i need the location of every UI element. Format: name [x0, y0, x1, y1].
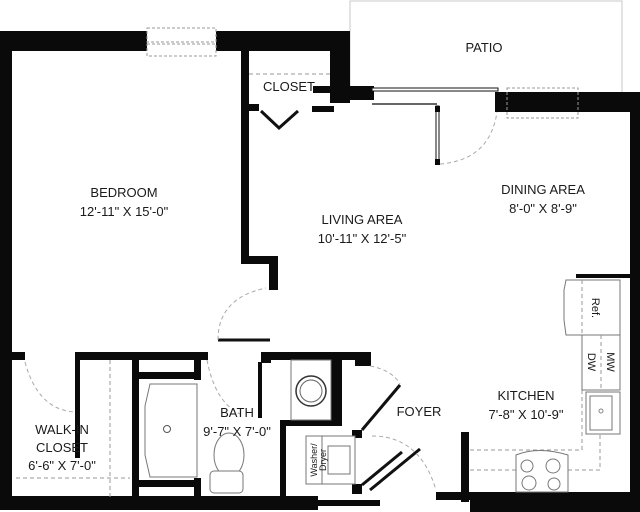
label-living: LIVING AREA [322, 212, 403, 227]
foyer-doors [360, 365, 437, 492]
label-bath-dims: 9'-7" X 7'-0" [203, 424, 271, 439]
label-ref: Ref. [589, 298, 601, 318]
bath-sink [290, 359, 332, 421]
label-patio: PATIO [465, 40, 502, 55]
walkin-door [16, 360, 130, 498]
kitchen-sink [585, 391, 621, 435]
bath-door [206, 359, 241, 415]
label-foyer: FOYER [397, 404, 442, 419]
room-labels: PATIO CLOSET BEDROOM 12'-11" X 15'-0" LI… [28, 40, 585, 473]
bathtub [144, 383, 198, 478]
label-walkin-line2: CLOSET [36, 440, 88, 455]
label-walkin-line1: WALK-IN [35, 422, 89, 437]
walls [0, 31, 640, 512]
label-walkin-dims: 6'-6" X 7'-0" [28, 458, 96, 473]
label-living-dims: 10'-11" X 12'-5" [318, 231, 407, 246]
dishwasher-microwave [581, 334, 621, 391]
label-washer: Washer/ [309, 443, 319, 477]
label-kitchen-dims: 7'-8" X 10'-9" [489, 407, 564, 422]
windows [146, 27, 579, 119]
label-dryer: Dryer [318, 449, 328, 471]
label-bedroom: BEDROOM [90, 185, 157, 200]
label-kitchen: KITCHEN [497, 388, 554, 403]
label-dining: DINING AREA [501, 182, 585, 197]
bedroom-door [217, 287, 270, 342]
patio-door [371, 87, 501, 165]
refrigerator [563, 279, 621, 336]
label-mw: MW [604, 352, 616, 372]
label-bedroom-dims: 12'-11" X 15'-0" [80, 204, 169, 219]
toilet [209, 432, 245, 494]
closet-door [249, 73, 330, 131]
label-dw: DW [585, 353, 597, 372]
label-dining-dims: 8'-0" X 8'-9" [509, 201, 577, 216]
stove [515, 450, 569, 493]
label-closet: CLOSET [263, 79, 315, 94]
label-bath: BATH [220, 405, 254, 420]
appliance-labels: Ref. DW MW Washer/ Dryer [309, 298, 616, 477]
washer-dryer [305, 435, 356, 485]
